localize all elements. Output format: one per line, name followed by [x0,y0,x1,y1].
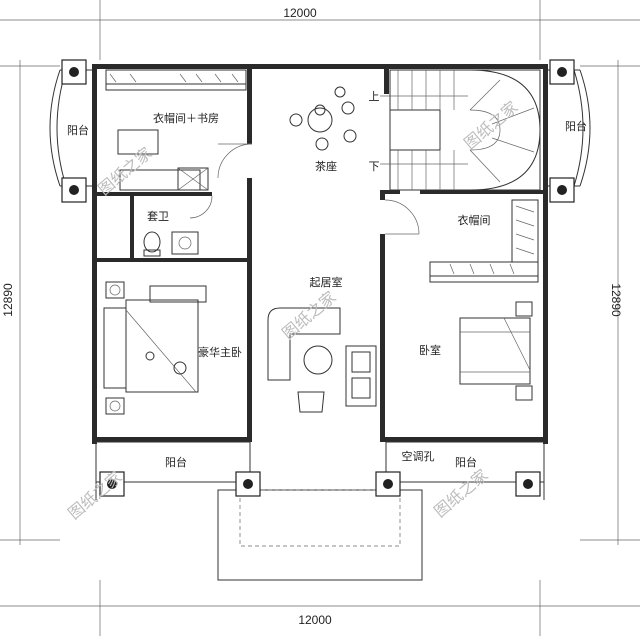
staircase [380,69,541,191]
study-label: 衣帽间＋书房 [153,111,219,125]
bedroom-label: 卧室 [419,343,441,357]
top-dimension: 12000 [283,6,317,20]
front-balcony [95,441,545,581]
tea-furniture [289,86,357,151]
watermark-1: 图纸之家 [94,143,155,199]
balcony-front-left-label: 阳台 [165,455,187,469]
balcony-front-right-label: 阳台 [455,455,477,469]
stair-down-label: 下 [369,160,380,173]
stair-up-label: 上 [369,90,380,103]
master-bed [103,281,207,415]
ac-hole-label: 空调孔 [402,449,435,463]
balcony-left-label: 阳台 [67,123,89,137]
watermark-3: 图纸之家 [278,287,339,343]
right-dimension: 12890 [609,283,623,317]
wardrobe-fixtures [429,199,539,283]
living-furniture [267,307,377,413]
master-label: 豪华主卧 [198,345,242,359]
living-label: 起居室 [310,275,343,289]
left-dimension: 12890 [1,283,15,317]
study-furniture [105,69,247,191]
bottom-dimension: 12000 [298,613,332,627]
tea-label: 茶座 [315,159,337,173]
outer-walls [92,64,548,444]
watermarks: 图纸之家 图纸之家 图纸之家 图纸之家 图纸之家 [64,97,521,523]
bath-label: 套卫 [147,210,169,223]
bath-fixtures [143,231,199,257]
balcony-right-label: 阳台 [565,119,587,133]
interior-walls [92,64,548,442]
columns [61,59,575,497]
wardrobe-label: 衣帽间 [458,213,491,227]
watermark-5: 图纸之家 [430,465,491,521]
doors [189,143,420,235]
bedroom-bed [459,301,533,401]
